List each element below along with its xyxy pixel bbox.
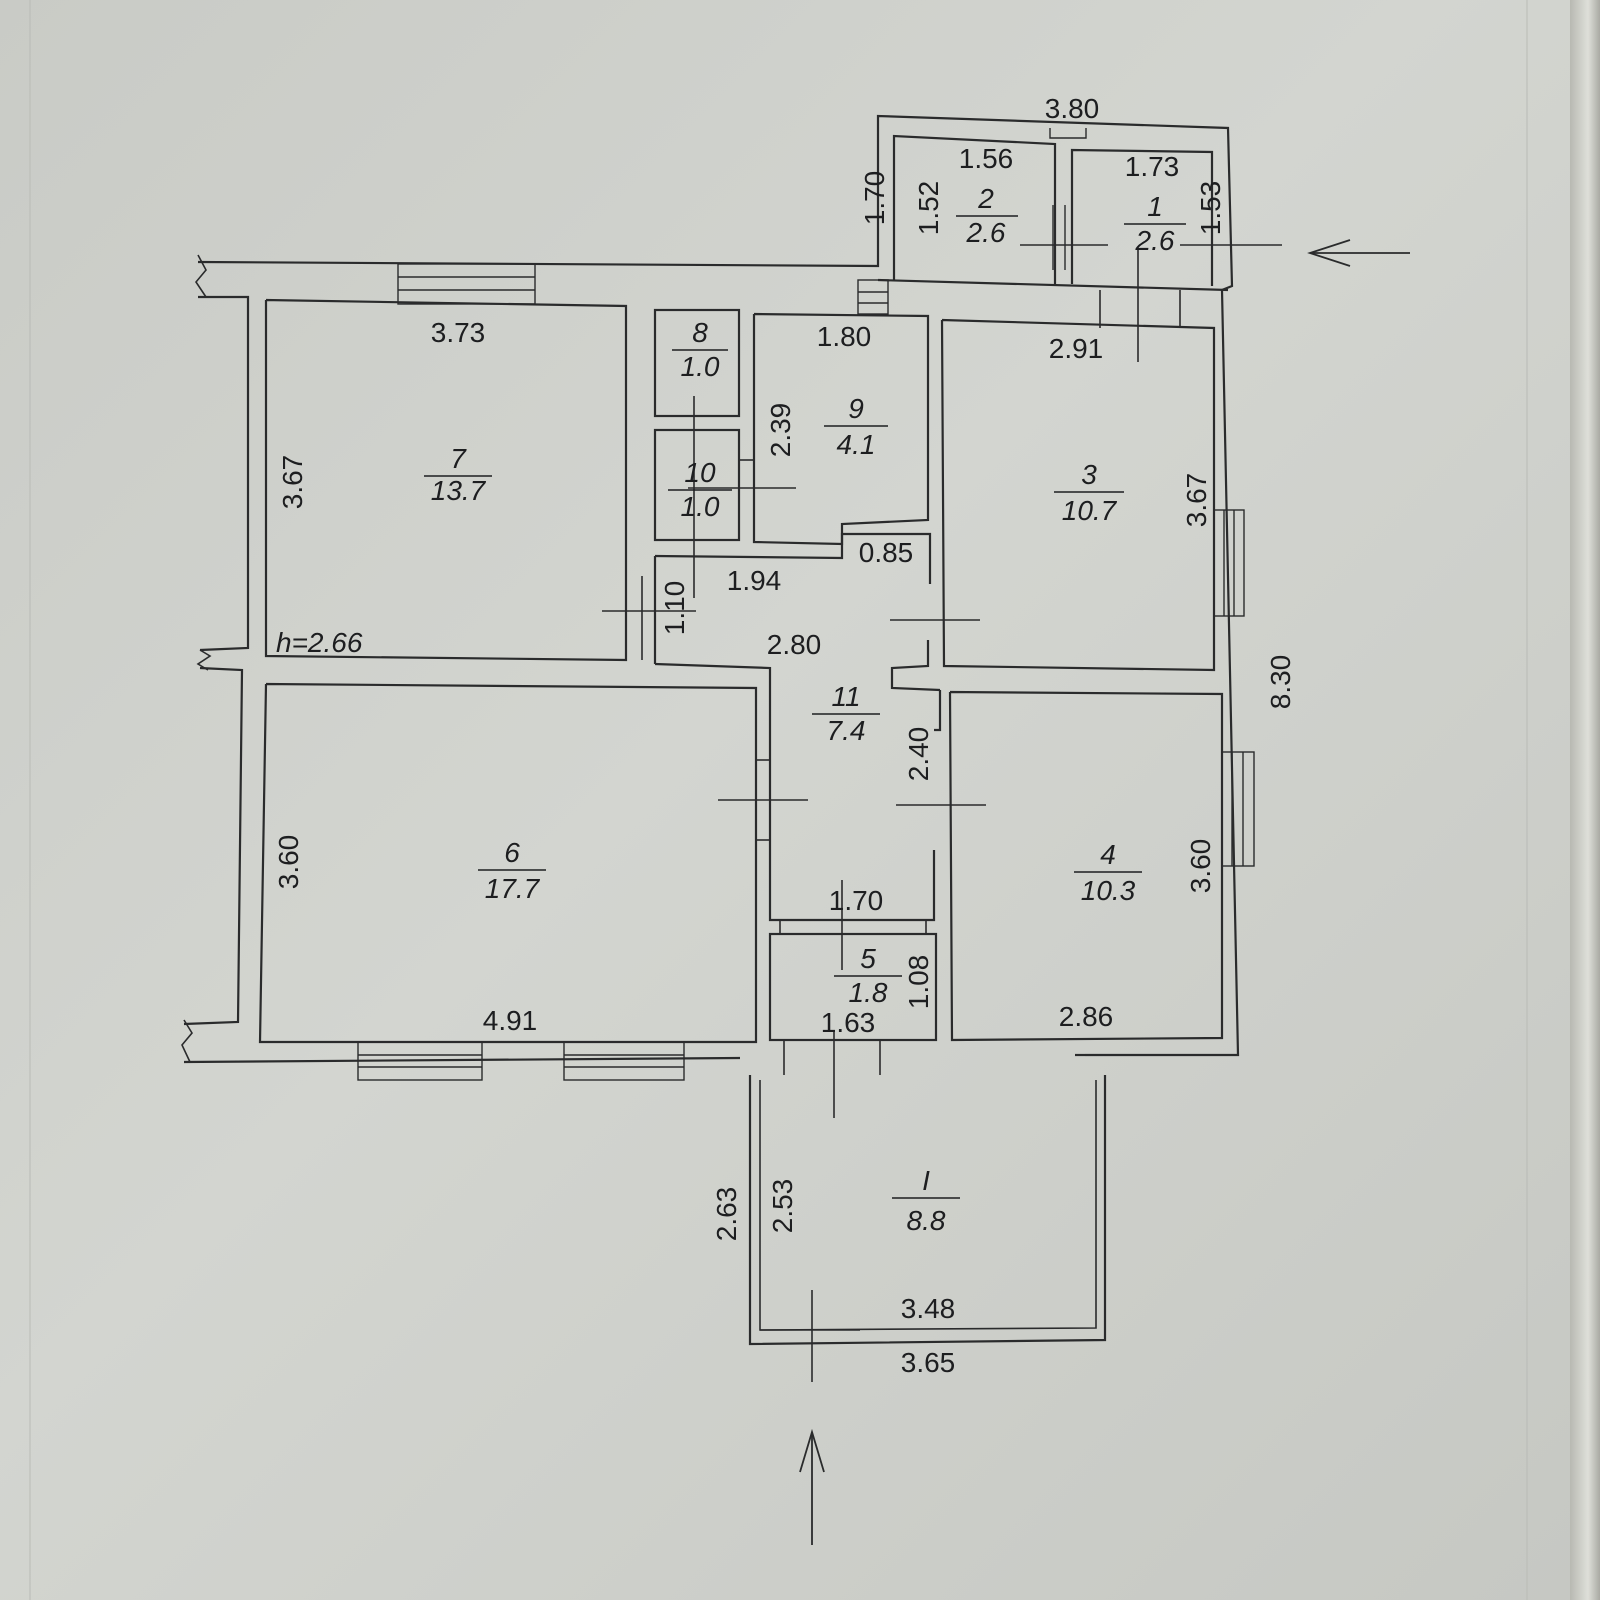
dim-room5-height: 1.08: [903, 955, 934, 1010]
svg-text:5: 5: [860, 943, 876, 974]
dim-room9-height: 2.39: [765, 403, 796, 458]
window: [357, 1041, 483, 1081]
svg-text:2: 2: [977, 183, 994, 214]
vent: [857, 279, 889, 315]
dim-room9-width: 1.80: [817, 321, 872, 352]
dim-hall-side-height: 1.10: [659, 581, 690, 636]
dim-room3-height: 3.67: [1181, 473, 1212, 528]
room-1-label: 1 2.6: [1124, 191, 1186, 256]
dim-overall-right: 8.30: [1265, 655, 1296, 710]
dim-hall-top-width: 1.94: [727, 565, 782, 596]
window: [1213, 509, 1245, 617]
room-9-label: 9 4.1: [824, 393, 888, 460]
room-5-walls: [768, 920, 938, 1075]
terrace-label: I 8.8: [892, 1165, 960, 1236]
room-5-label: 5 1.8: [834, 943, 902, 1008]
dim-terrace-outer-width: 3.65: [901, 1347, 956, 1378]
vestibule-walls: [877, 128, 1229, 292]
window: [397, 263, 536, 305]
svg-text:4: 4: [1100, 839, 1116, 870]
window: [563, 1041, 685, 1081]
room-7-walls: [264, 263, 889, 662]
dim-hall-notch: 0.85: [859, 537, 914, 568]
dim-room2-height: 1.52: [913, 181, 944, 236]
svg-text:I: I: [922, 1165, 930, 1196]
dim-vestibule-height: 1.70: [859, 171, 890, 226]
room-6-label: 6 17.7: [478, 837, 546, 904]
room-4-walls: [948, 690, 1255, 1042]
svg-text:10.3: 10.3: [1081, 875, 1136, 906]
svg-text:13.7: 13.7: [431, 475, 487, 506]
dim-room6-height: 3.60: [273, 835, 304, 890]
dim-room1-width: 1.73: [1125, 151, 1180, 182]
svg-text:6: 6: [504, 837, 520, 868]
dim-room1-height: 1.53: [1195, 181, 1226, 236]
svg-text:1.0: 1.0: [681, 351, 720, 382]
room-6-walls: [258, 682, 758, 1081]
dim-room2-width: 1.56: [959, 143, 1014, 174]
entrance-arrow-bottom: [799, 1428, 825, 1545]
room-3-label: 3 10.7: [1054, 459, 1124, 526]
svg-text:1.0: 1.0: [681, 491, 720, 522]
dim-room7-height: 3.67: [277, 455, 308, 510]
svg-text:1.8: 1.8: [849, 977, 888, 1008]
dim-room4-width: 2.86: [1059, 1001, 1114, 1032]
svg-text:11: 11: [831, 681, 860, 712]
dim-room11-width: 1.70: [829, 885, 884, 916]
dim-room5-width: 1.63: [821, 1007, 876, 1038]
room-7-label: 7 13.7: [424, 443, 492, 506]
room-3-walls: [940, 290, 1245, 672]
door-lines: [602, 244, 1282, 1382]
paper-guidelines: [29, 0, 1528, 1600]
dim-terrace-inner-width: 3.48: [901, 1293, 956, 1324]
svg-text:9: 9: [848, 393, 864, 424]
svg-text:2.6: 2.6: [966, 217, 1006, 248]
svg-text:3: 3: [1081, 459, 1097, 490]
window: [1221, 751, 1255, 867]
entrance-arrow-right: [1307, 239, 1410, 267]
outer-walls: [181, 114, 1240, 1064]
dim-top-overall: 3.80: [1045, 93, 1100, 124]
svg-text:10: 10: [684, 457, 716, 488]
room-8-label: 8 1.0: [672, 317, 728, 382]
svg-text:1: 1: [1147, 191, 1163, 222]
room-10-label: 10 1.0: [668, 457, 732, 522]
dim-terrace-inner-height: 2.53: [767, 1179, 798, 1234]
svg-text:8: 8: [692, 317, 708, 348]
dim-room4-height: 3.60: [1185, 839, 1216, 894]
dim-room7-width: 3.73: [431, 317, 486, 348]
dim-hall-width: 2.80: [767, 629, 822, 660]
hall-walls: [641, 532, 942, 922]
dim-room11-height: 2.40: [903, 727, 934, 782]
paper-edge: [1570, 0, 1600, 1600]
terrace-walls: [748, 1075, 1107, 1346]
svg-text:8.8: 8.8: [907, 1205, 946, 1236]
room-2-label: 2 2.6: [956, 183, 1018, 248]
svg-text:4.1: 4.1: [837, 429, 876, 460]
room-labels: 1 2.6 2 2.6 3 10.7 4 10.3 5 1.8 6 17.7: [424, 183, 1186, 1236]
svg-text:7: 7: [450, 443, 467, 474]
ceiling-height-label: h=2.66: [276, 627, 363, 658]
svg-text:17.7: 17.7: [485, 873, 541, 904]
dim-room3-width: 2.91: [1049, 333, 1104, 364]
dim-terrace-outer-height: 2.63: [711, 1187, 742, 1242]
dimension-labels: 3.80 1.56 1.73 1.70 1.52 1.53 3.73 3.67 …: [273, 93, 1296, 1378]
dim-room6-width: 4.91: [483, 1005, 538, 1036]
svg-text:7.4: 7.4: [827, 715, 866, 746]
svg-text:10.7: 10.7: [1062, 495, 1118, 526]
room-11-label: 11 7.4: [812, 681, 880, 746]
utility-walls: [653, 308, 930, 546]
room-4-label: 4 10.3: [1074, 839, 1142, 906]
svg-text:2.6: 2.6: [1135, 225, 1175, 256]
